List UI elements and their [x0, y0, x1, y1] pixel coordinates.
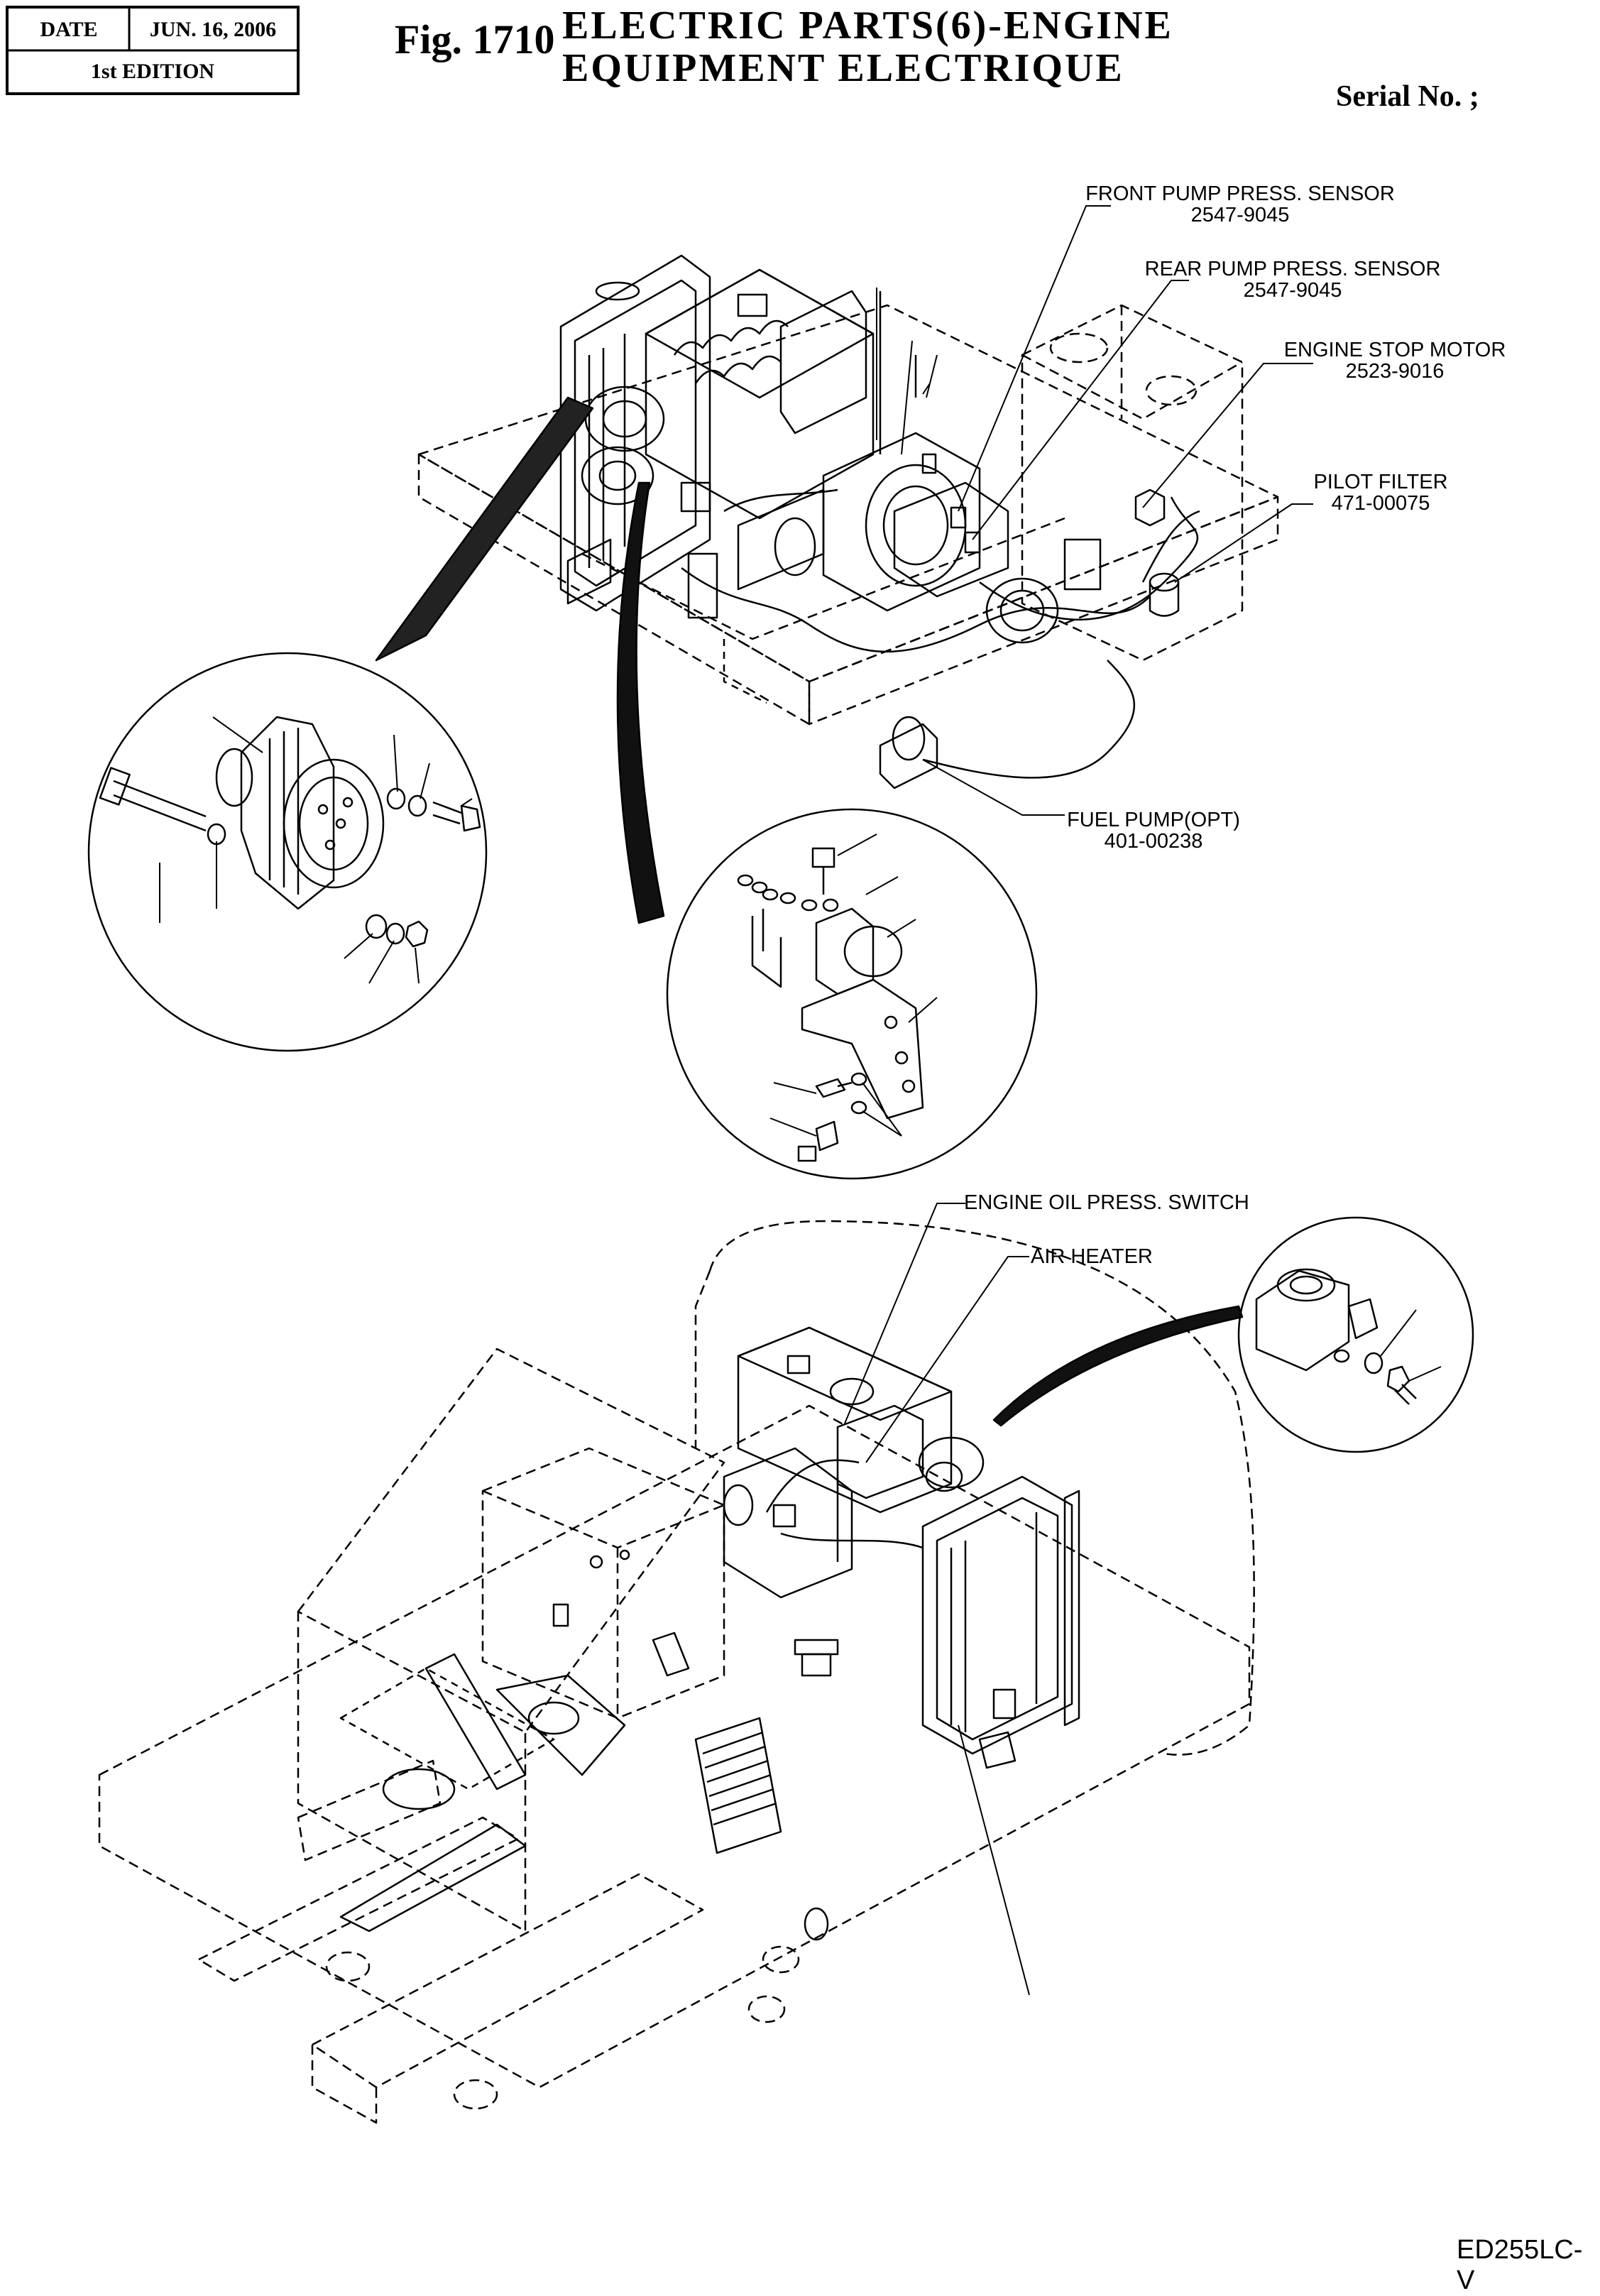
hydraulic-tank-upper	[1021, 304, 1244, 662]
pump-press-sensors	[921, 453, 981, 554]
callout-fuel-pump-opt: FUEL PUMP(OPT) 401-00238	[1051, 809, 1256, 852]
zoom-wedge-alternator	[375, 396, 594, 662]
serial-number-label: Serial No. ;	[1336, 80, 1479, 113]
figure-title-line2: EQUIPMENT ELECTRIQUE	[562, 46, 1124, 90]
engine-block-upper	[645, 268, 917, 520]
callout-engine-stop-motor: ENGINE STOP MOTOR 2523-9016	[1271, 339, 1519, 382]
callout-part-number: 2547-9045	[1243, 279, 1342, 302]
figure-number: Fig. 1710	[395, 16, 555, 62]
date-value: JUN. 16, 2006	[149, 17, 277, 41]
radiator-lower	[921, 1475, 1080, 1755]
callout-name: FUEL PUMP(OPT)	[1067, 809, 1240, 831]
callout-name: PILOT FILTER	[1313, 471, 1448, 493]
callout-part-number: 471-00075	[1331, 492, 1430, 515]
grille-lower	[694, 1717, 782, 1854]
callout-name: AIR HEATER	[1031, 1245, 1153, 1268]
model-code: ED255LC-V	[1457, 2235, 1583, 2295]
callout-air-heater: AIR HEATER	[1031, 1246, 1153, 1267]
callout-name: REAR PUMP PRESS. SENSOR	[1144, 258, 1441, 280]
oil-switch-detail	[1237, 1216, 1474, 1453]
alternator-upper	[581, 386, 718, 619]
figure-title-line1: ELECTRIC PARTS(6)-ENGINE	[562, 4, 1173, 48]
radiator-upper	[559, 254, 711, 612]
header-table-lines	[9, 9, 297, 52]
engine-base-frame	[417, 304, 1279, 726]
callout-part-number: 2547-9045	[1190, 204, 1290, 226]
zoom-wedge-oil-switch	[992, 1305, 1244, 1427]
callout-engine-oil-press-switch: ENGINE OIL PRESS. SWITCH	[964, 1192, 1249, 1213]
fuel-pump-detail	[666, 808, 1038, 1180]
callout-part-number: 2523-9016	[1345, 360, 1445, 383]
pilot-filter-part	[1149, 572, 1180, 617]
fuel-pump-part	[879, 716, 938, 789]
leader-lines-upper	[876, 205, 1313, 816]
header-table: DATE JUN. 16, 2006 1st EDITION	[6, 6, 300, 95]
callout-name: FRONT PUMP PRESS. SENSOR	[1085, 182, 1395, 205]
counterweight-frame-lower	[339, 1653, 626, 1933]
zoom-wedge-fuel-pump	[616, 481, 665, 924]
callout-pilot-filter: PILOT FILTER 471-00075	[1299, 471, 1462, 514]
callout-front-pump-press-sensor: FRONT PUMP PRESS. SENSOR 2547-9045	[1078, 183, 1403, 226]
wiring-harness-upper	[681, 488, 1200, 779]
battery-box-lower	[481, 1447, 725, 1720]
misc-lower-parts	[552, 1549, 1017, 1941]
hydraulic-pump-upper	[737, 432, 1059, 644]
date-label: DATE	[40, 17, 98, 41]
alternator-detail	[87, 652, 488, 1052]
engine-block-lower	[723, 1326, 985, 1599]
wiring-lower	[765, 1459, 924, 1562]
callout-rear-pump-press-sensor: REAR PUMP PRESS. SENSOR 2547-9045	[1137, 258, 1448, 301]
machine-body-lower	[98, 1220, 1255, 2124]
leader-lines-lower	[844, 1203, 1030, 1996]
callout-name: ENGINE STOP MOTOR	[1283, 339, 1506, 361]
callout-part-number: 401-00238	[1104, 830, 1203, 853]
callout-name: ENGINE OIL PRESS. SWITCH	[964, 1191, 1249, 1214]
engine-stop-motor-part	[1063, 488, 1166, 591]
edition-label: 1st EDITION	[90, 59, 215, 83]
